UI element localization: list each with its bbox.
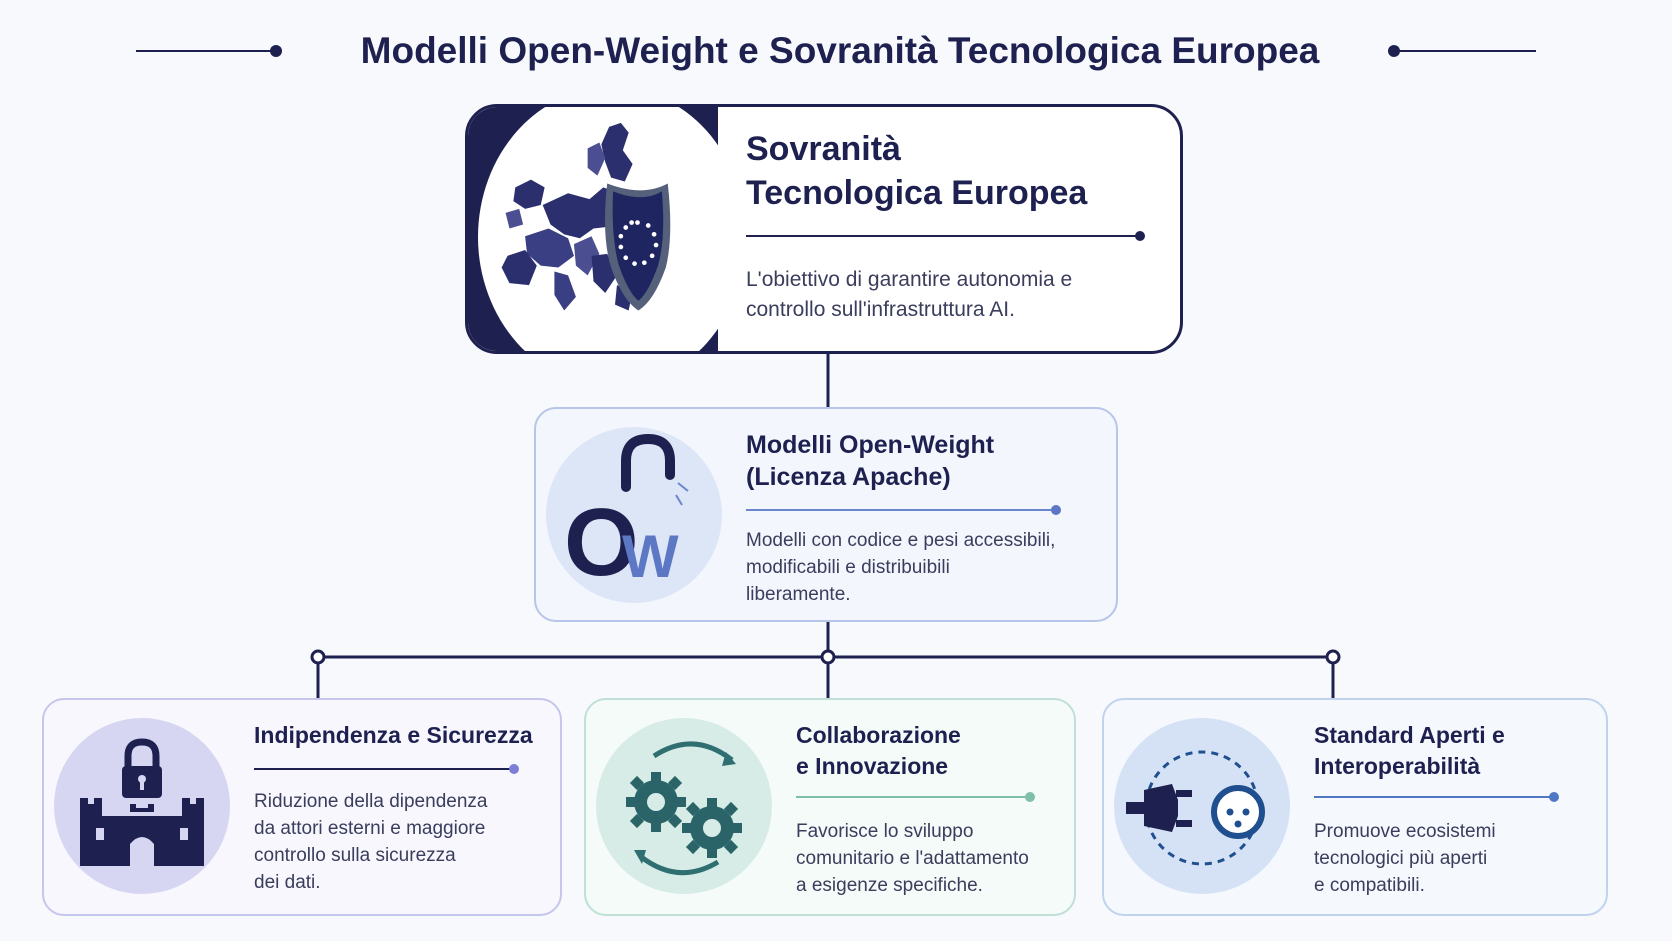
collaboration-desc-line3: a esigenze specifiche. xyxy=(796,875,983,896)
title-dot-left xyxy=(270,45,282,57)
open-weight-desc-line1: Modelli con codice e pesi accessibili, xyxy=(746,530,1056,551)
collaboration-title-line1: Collaborazione xyxy=(796,722,961,748)
sovereignty-desc-line1: L'obiettivo di garantire autonomia e xyxy=(746,268,1073,291)
collaboration-innovation-title: Collaborazione e Innovazione xyxy=(796,720,1086,782)
independence-desc-line1: Riduzione della dipendenza xyxy=(254,791,488,812)
open-standards-separator-dot xyxy=(1549,792,1559,802)
header: Modelli Open-Weight e Sovranità Tecnolog… xyxy=(0,24,1672,78)
plug-socket-icon xyxy=(1114,718,1290,894)
independence-desc-line4: dei dati. xyxy=(254,872,321,893)
open-weight-desc-line2: modificabili e distribuibili xyxy=(746,557,950,578)
open-standards-desc-line3: e compatibili. xyxy=(1314,875,1425,896)
open-standards-title: Standard Aperti e Interoperabilità xyxy=(1314,720,1604,782)
logo-letter-w: W xyxy=(622,523,679,590)
logo-letter-o: O xyxy=(564,489,639,596)
independence-security-card: Indipendenza e Sicurezza Riduzione della… xyxy=(42,698,562,916)
open-weight-desc-line3: liberamente. xyxy=(746,584,851,605)
sovereignty-title: Sovranità Tecnologica Europea xyxy=(746,127,1146,215)
independence-separator-dot xyxy=(509,764,519,774)
sovereignty-description: L'obiettivo di garantire autonomia e con… xyxy=(746,265,1146,325)
gears-cycle-icon xyxy=(596,718,772,894)
collaboration-innovation-description: Favorisce lo sviluppo comunitario e l'ad… xyxy=(796,818,1086,899)
collaboration-title-line2: e Innovazione xyxy=(796,753,949,779)
sovereignty-title-line1: Sovranità xyxy=(746,130,901,168)
open-weight-title-line1: Modelli Open-Weight xyxy=(746,431,995,459)
castle-lock-icon xyxy=(54,718,230,894)
independence-security-description: Riduzione della dipendenza da attori est… xyxy=(254,788,544,896)
collaboration-separator-dot xyxy=(1025,792,1035,802)
sovereignty-separator xyxy=(746,231,1145,241)
independence-desc-line3: controllo sulla sicurezza xyxy=(254,845,456,866)
independence-desc-line2: da attori esterni e maggiore xyxy=(254,818,486,839)
independence-security-title-line1: Indipendenza e Sicurezza xyxy=(254,722,533,748)
collaboration-desc-line2: comunitario e l'adattamento xyxy=(796,848,1029,869)
open-weight-separator xyxy=(746,505,1061,515)
open-standards-separator xyxy=(1314,792,1559,802)
collaboration-desc-line1: Favorisce lo sviluppo xyxy=(796,821,974,842)
connector-node-left xyxy=(310,649,326,665)
collaboration-separator xyxy=(796,792,1035,802)
page-title: Modelli Open-Weight e Sovranità Tecnolog… xyxy=(360,30,1320,71)
sovereignty-separator-dot xyxy=(1135,231,1145,241)
collaboration-innovation-card: Collaborazione e Innovazione Favorisce l… xyxy=(584,698,1076,916)
independence-separator xyxy=(254,764,519,774)
sovereignty-card: Sovranità Tecnologica Europea L'obiettiv… xyxy=(465,104,1183,354)
connector-node-center xyxy=(820,649,836,665)
europe-map-eu-shield-icon xyxy=(501,122,671,311)
connector-node-right xyxy=(1325,649,1341,665)
title-rule-left xyxy=(136,50,274,52)
sovereignty-title-line2: Tecnologica Europea xyxy=(746,174,1088,212)
open-standards-title-line2: Interoperabilità xyxy=(1314,753,1481,779)
open-standards-card: Standard Aperti e Interoperabilità Promu… xyxy=(1102,698,1608,916)
open-standards-description: Promuove ecosistemi tecnologici più aper… xyxy=(1314,818,1604,899)
independence-security-title: Indipendenza e Sicurezza xyxy=(254,720,544,751)
open-standards-desc-line1: Promuove ecosistemi xyxy=(1314,821,1496,842)
title-rule-right xyxy=(1394,50,1536,52)
sovereignty-desc-line2: controllo sull'infrastruttura AI. xyxy=(746,298,1015,321)
open-standards-desc-line2: tecnologici più aperti xyxy=(1314,848,1488,869)
open-weight-title: Modelli Open-Weight (Licenza Apache) xyxy=(746,429,1106,493)
open-standards-title-line1: Standard Aperti e xyxy=(1314,722,1505,748)
open-weight-title-line2: (Licenza Apache) xyxy=(746,463,951,491)
open-weight-separator-dot xyxy=(1051,505,1061,515)
open-weight-card: O W Modelli Open-Weight (Licenza Apache)… xyxy=(534,407,1118,622)
open-weight-description: Modelli con codice e pesi accessibili, m… xyxy=(746,527,1106,608)
open-lock-ow-logo-icon: O W xyxy=(546,427,722,603)
